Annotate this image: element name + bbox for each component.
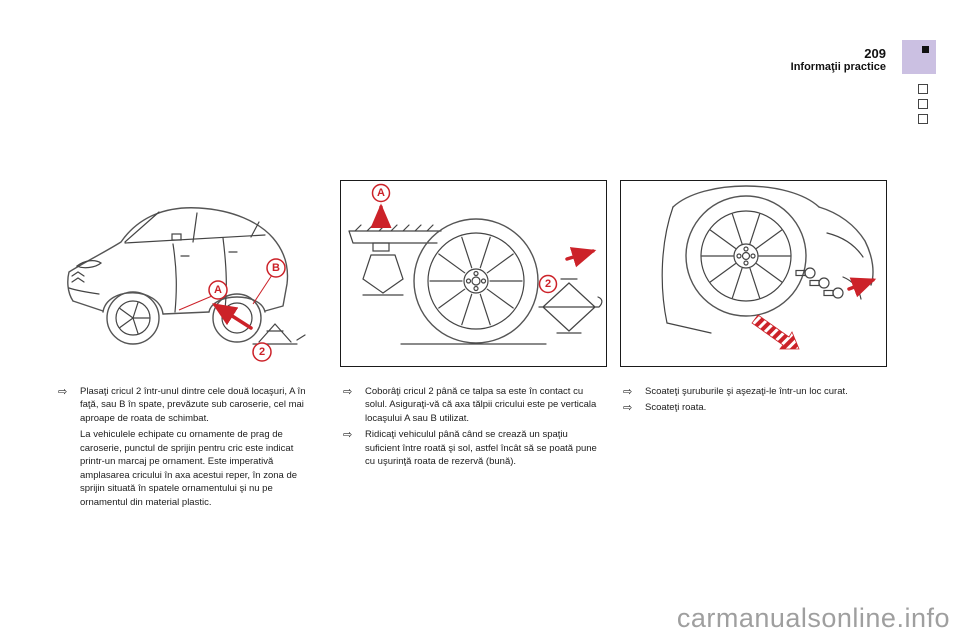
jack-scissor-right (538, 278, 603, 334)
svg-text:2: 2 (545, 278, 551, 290)
label-a: A (178, 280, 228, 311)
svg-text:A: A (214, 284, 222, 296)
chapter-tab-sub-1 (918, 84, 928, 94)
bolts-out-arrow (847, 277, 877, 298)
page-number: 209 (864, 46, 886, 61)
instruction-step: ⇨ Ridicaţi vehiculul până când se crează… (343, 428, 605, 468)
bullet-arrow-icon: ⇨ (343, 428, 353, 442)
instruction-text: Ridicaţi vehiculul până când se crează u… (365, 429, 597, 468)
label-b: B (252, 258, 286, 305)
crank-direction-arrow (565, 247, 597, 268)
chapter-tab-sub-2 (918, 99, 928, 109)
fender-body-lines (661, 185, 874, 334)
sill-cross-section (348, 224, 442, 252)
site-watermark: carmanualsonline.info (676, 603, 950, 633)
label-jack-2: 2 (252, 342, 272, 362)
instruction-text: Coborâţi cricul 2 până ce talpa sa este … (365, 386, 597, 424)
instruction-step: ⇨ Plasaţi cricul 2 într-unul dintre cele… (58, 385, 320, 425)
jack-under-sill-drawing: A 2 (348, 183, 603, 345)
bullet-arrow-icon: ⇨ (623, 401, 633, 415)
svg-text:A: A (377, 187, 385, 199)
instruction-text: Plasaţi cricul 2 într-unul dintre cele d… (80, 386, 306, 424)
car-body (67, 207, 289, 315)
svg-text:B: B (272, 262, 280, 274)
instructions-column-1: ⇨ Plasaţi cricul 2 într-unul dintre cele… (58, 385, 320, 509)
wheel-drawing (400, 218, 547, 345)
instruction-step: ⇨ Scoateţi şuruburile şi aşezaţi-le într… (623, 385, 885, 398)
label-jack-2: 2 (538, 274, 558, 294)
instruction-step: ⇨ Scoateţi roata. (623, 401, 885, 414)
chapter-tab-sub-3 (918, 114, 928, 124)
instructions-column-2: ⇨ Coborâţi cricul 2 până ce talpa sa est… (343, 385, 605, 472)
bullet-arrow-icon: ⇨ (343, 385, 353, 398)
wheel-bolts (795, 267, 844, 299)
wheel-out-striped-arrow (751, 314, 800, 350)
svg-text:2: 2 (259, 346, 265, 358)
chapter-tab-current (902, 40, 936, 74)
instructions-column-3: ⇨ Scoateţi şuruburile şi aşezaţi-le într… (623, 385, 885, 418)
label-a: A (371, 183, 391, 203)
instruction-text: Scoateţi roata. (645, 402, 707, 414)
jack-scissor-left (362, 254, 404, 296)
figure-remove-bolts (620, 180, 887, 367)
section-title: Informaţii practice (790, 61, 886, 73)
car-line-drawing: A B 2 (67, 207, 306, 362)
instruction-text: Scoateţi şuruburile şi aşezaţi-le într-u… (645, 386, 848, 397)
instruction-note: La vehiculele echipate cu ornamente de p… (80, 429, 298, 508)
remove-bolts-drawing (661, 185, 877, 350)
bullet-arrow-icon: ⇨ (58, 385, 68, 398)
wheel-drawing (685, 195, 807, 317)
figure-jacking-points: A B 2 (55, 180, 320, 365)
instruction-step: ⇨ Coborâţi cricul 2 până ce talpa sa est… (343, 385, 605, 425)
figure-jack-under-sill: A 2 (340, 180, 607, 367)
jack-icon (252, 323, 306, 345)
jack-direction-arrow (212, 303, 253, 330)
chapter-tab-marker-icon (922, 46, 929, 53)
bullet-arrow-icon: ⇨ (623, 385, 633, 398)
